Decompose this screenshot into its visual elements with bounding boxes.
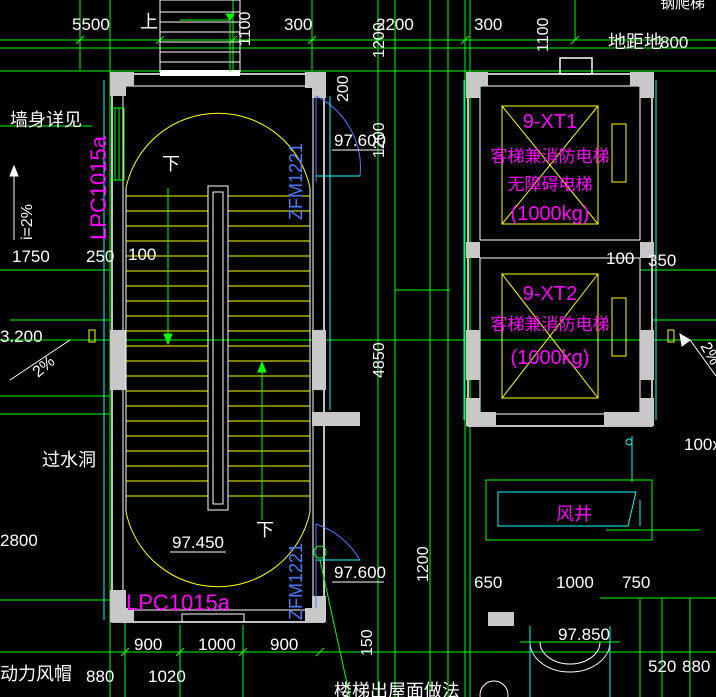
- stair-handrail: [207, 185, 229, 511]
- stair-top-arrow: [180, 13, 235, 72]
- left-window: [109, 107, 125, 181]
- elevator-2-line2: (1000kg): [511, 347, 590, 369]
- dim-1000-stair: 1000: [198, 635, 236, 654]
- door-zfm-top: [315, 95, 361, 182]
- elevation-underlines: [170, 149, 384, 583]
- dimension-text: 5500 300 2200 300 800 1750 250 100 100 3…: [0, 15, 716, 686]
- stair-cyan-outline: [103, 80, 331, 620]
- label-lou-ti: 楼梯出屋面做法: [334, 681, 460, 697]
- dim-650: 650: [474, 573, 502, 592]
- dim-5500: 5500: [72, 15, 110, 34]
- elevator-2-labels: 9-XT2 客梯兼消防电梯 (1000kg): [491, 283, 610, 369]
- dim-800: 800: [660, 33, 688, 52]
- label-shang: 上: [140, 12, 158, 32]
- elevation-97850: 97.850: [558, 625, 610, 644]
- stair-treads: [126, 195, 310, 497]
- dim-150: 150: [359, 629, 376, 656]
- bottom-circle: [479, 680, 509, 697]
- label-top-right-clip: 钢爬梯: [660, 0, 705, 12]
- dim-350: 350: [648, 251, 676, 270]
- dim-1200-mid: 1200: [371, 122, 388, 158]
- elevator-cars: [501, 105, 627, 399]
- dim-200: 200: [335, 75, 352, 102]
- dim-250: 250: [86, 247, 114, 266]
- dim-1200-bottom: 1200: [415, 546, 432, 582]
- dim-100-stair: 100: [128, 245, 156, 264]
- label-qiang-shen: 墙身详见: [10, 110, 82, 130]
- elevator-1-line2: 无障碍电梯: [508, 175, 593, 194]
- dim-900-right: 900: [270, 635, 298, 654]
- vent-shaft: [485, 479, 653, 541]
- elevator-2-line1: 客梯兼消防电梯: [491, 315, 610, 334]
- dim-1100-elev: 1100: [535, 17, 552, 52]
- rotated-dimensions: 1100 1200 1100 200 1200 4850 1200 150: [237, 11, 552, 656]
- roof-oval: [520, 626, 620, 697]
- axis-markers: [88, 329, 675, 343]
- label-slope-left: 2%: [30, 353, 59, 381]
- elevator-1-line1: 客梯兼消防电梯: [491, 147, 610, 166]
- label-dong-li: 动力风帽: [0, 664, 72, 684]
- label-xia-bottom: 下: [256, 520, 274, 540]
- dim-880: 880: [86, 667, 114, 686]
- dim-1100-top: 1100: [237, 11, 254, 46]
- elevator-cyan: [463, 80, 657, 482]
- door-zfm-bottom: [313, 523, 361, 608]
- label-xia-top: 下: [162, 154, 180, 174]
- dim-520: 520: [648, 657, 676, 676]
- dim-880b: 880: [682, 657, 710, 676]
- dim-4850: 4850: [371, 342, 388, 378]
- label-feng-jing: 风井: [556, 504, 592, 524]
- dim-100x: 100x: [684, 435, 716, 454]
- elevator-1-line3: (1000kg): [511, 203, 590, 225]
- dim-300-right: 300: [474, 15, 502, 34]
- dim-300-left: 300: [284, 15, 312, 34]
- stair-landings: [125, 112, 311, 588]
- dim-1020: 1020: [148, 667, 186, 686]
- dim-750: 750: [622, 573, 650, 592]
- elevator-1-labels: 9-XT1 客梯兼消防电梯 无障碍电梯 (1000kg): [491, 111, 610, 225]
- elevation-97450: 97.450: [172, 533, 224, 552]
- dim-1000-elev: 1000: [556, 573, 594, 592]
- elevation-3200: 3.200: [0, 327, 43, 346]
- elevator-shafts: [466, 57, 654, 626]
- stair-arrows: [163, 188, 267, 520]
- elevation-text: 97.600 3.200 97.450 97.600 97.850: [0, 131, 610, 644]
- elevator-2-id: 9-XT2: [523, 283, 577, 305]
- elevation-97600-top: 97.600: [334, 131, 386, 150]
- elevator-1-id: 9-XT1: [523, 111, 577, 133]
- label-lpc-bottom: LPC1015a: [126, 590, 231, 615]
- dim-1750: 1750: [12, 247, 50, 266]
- stair-shaft: [110, 70, 360, 623]
- dim-2800: 2800: [0, 531, 38, 550]
- slope-arrows: [9, 164, 716, 381]
- stair-top-steps: [159, 0, 241, 73]
- label-lpc-top: LPC1015a: [86, 135, 111, 240]
- dim-100-elev: 100: [606, 249, 634, 268]
- window-door-labels: LPC1015a LPC1015a ZFM1221 ZFM1221 风井: [86, 135, 592, 620]
- label-di-ju-di: 地距地: [608, 32, 662, 52]
- dim-2200: 2200: [376, 15, 414, 34]
- leader-lines: [0, 47, 700, 697]
- elevation-97600-bottom: 97.600: [334, 563, 386, 582]
- label-zfm-bottom: ZFM1221: [286, 543, 306, 620]
- label-i2: i=2%: [19, 204, 36, 240]
- label-guo-shui-dong: 过水洞: [42, 450, 96, 470]
- dim-1200-top: 1200: [371, 22, 388, 58]
- label-zfm-top: ZFM1221: [286, 143, 306, 220]
- dim-900-left: 900: [134, 635, 162, 654]
